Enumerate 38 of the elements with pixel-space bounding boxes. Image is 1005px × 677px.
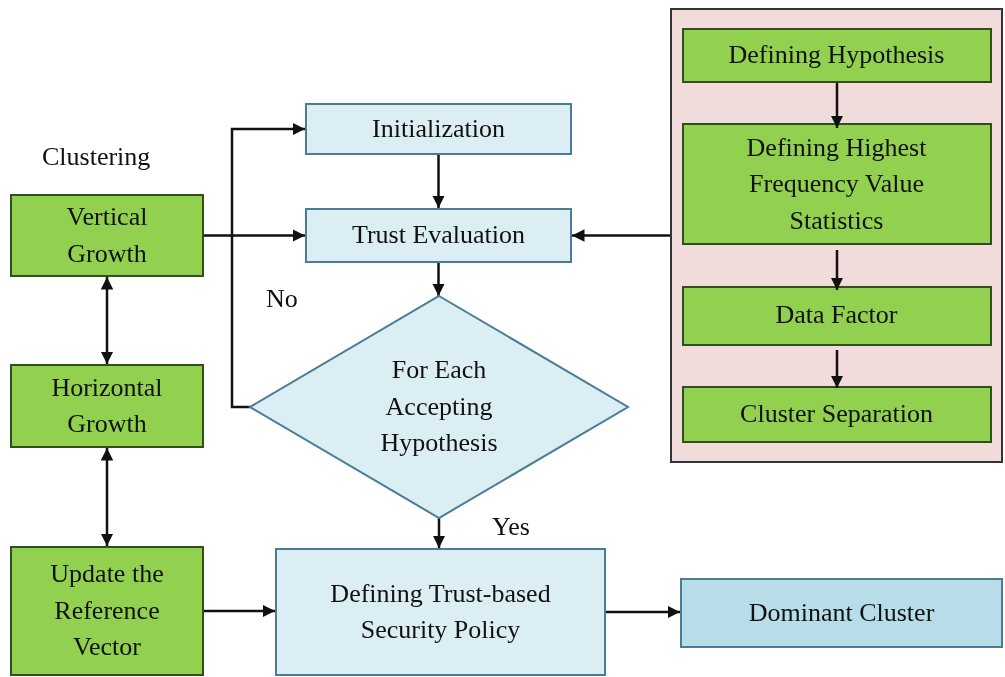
process-box (681, 285, 992, 346)
process-box (681, 123, 992, 246)
arrow (432, 518, 446, 548)
box-label: Defining Highest Frequency Value Statistics (745, 131, 928, 237)
box-label: Initialization (372, 112, 505, 145)
process-box (305, 208, 572, 263)
arrow (572, 229, 670, 242)
box-label: Defining Hypothesis (728, 39, 945, 72)
arrow (606, 605, 680, 619)
process-box (10, 364, 204, 448)
arrow (100, 448, 114, 546)
box-label: Trust Evaluation (351, 219, 526, 252)
box-label: Cluster Separation (740, 398, 933, 431)
process-box (10, 194, 204, 277)
box-label: Dominant Cluster (748, 596, 935, 629)
box-label: For Each Accepting Hypothesis (379, 354, 499, 460)
arrow (830, 83, 844, 128)
process-box (680, 578, 1003, 648)
section-label: Clustering (42, 142, 151, 172)
box-label: Defining Trust-based Security Policy (329, 577, 552, 646)
process-box (10, 546, 204, 676)
group-panel (670, 8, 1003, 463)
process-box (275, 548, 606, 676)
box-label: Update the Reference Vector (49, 558, 165, 664)
process-box (681, 28, 992, 83)
process-box (681, 386, 992, 443)
arrow (204, 229, 305, 242)
box-label: Data Factor (775, 299, 898, 332)
box-label: Vertical Growth (65, 201, 149, 270)
process-box (305, 103, 572, 155)
arrow (100, 277, 114, 364)
arrow (204, 604, 275, 618)
arrow (432, 155, 445, 208)
arrow (830, 250, 844, 290)
arrow (432, 263, 445, 296)
box-label: Horizontal Growth (50, 371, 164, 440)
arrow (830, 350, 844, 388)
arrow (230, 122, 305, 409)
